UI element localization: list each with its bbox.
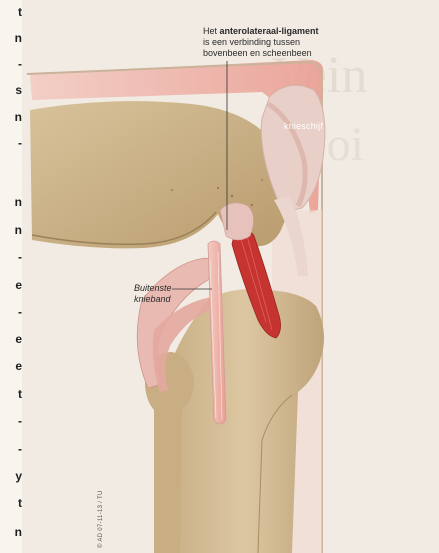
outer-ligament-label: Buitenste knieband: [134, 283, 204, 305]
callout-line-3: bovenbeen en scheenbeen: [203, 48, 403, 58]
margin-letter: -: [10, 415, 22, 427]
margin-letter: -: [10, 137, 22, 149]
margin-letter: -: [10, 443, 22, 455]
margin-letter: t: [10, 6, 22, 18]
margin-text-column: t n - s n - n n - e - e e t - - y t n: [0, 0, 22, 553]
margin-letter: n: [10, 111, 22, 123]
outer-ligament-label-line-2: knieband: [134, 294, 204, 305]
knee-illustration: Vein woi: [22, 0, 439, 553]
callout-title: Het anterolateraal-ligament: [203, 26, 393, 37]
knee-artwork: Vein woi: [22, 0, 439, 553]
margin-letter: t: [10, 497, 22, 509]
margin-letter: -: [10, 58, 22, 70]
outer-ligament-label-line-1: Buitenste: [134, 283, 204, 294]
callout-line-2: is een verbinding tussen: [203, 37, 403, 47]
margin-letter: s: [10, 84, 22, 96]
margin-letter: -: [10, 251, 22, 263]
margin-letter: e: [10, 279, 22, 291]
kneecap-label: knieschijf: [284, 121, 323, 131]
margin-letter: n: [10, 224, 22, 236]
image-credit: © AD 07-11-13 / TU: [98, 490, 104, 548]
margin-letter: e: [10, 360, 22, 372]
margin-letter: -: [10, 306, 22, 318]
margin-letter: n: [10, 526, 22, 538]
margin-letter: n: [10, 32, 22, 44]
margin-letter: y: [10, 470, 22, 482]
margin-letter: n: [10, 196, 22, 208]
margin-letter: e: [10, 333, 22, 345]
margin-letter: t: [10, 388, 22, 400]
ligament-origin: [220, 203, 254, 240]
